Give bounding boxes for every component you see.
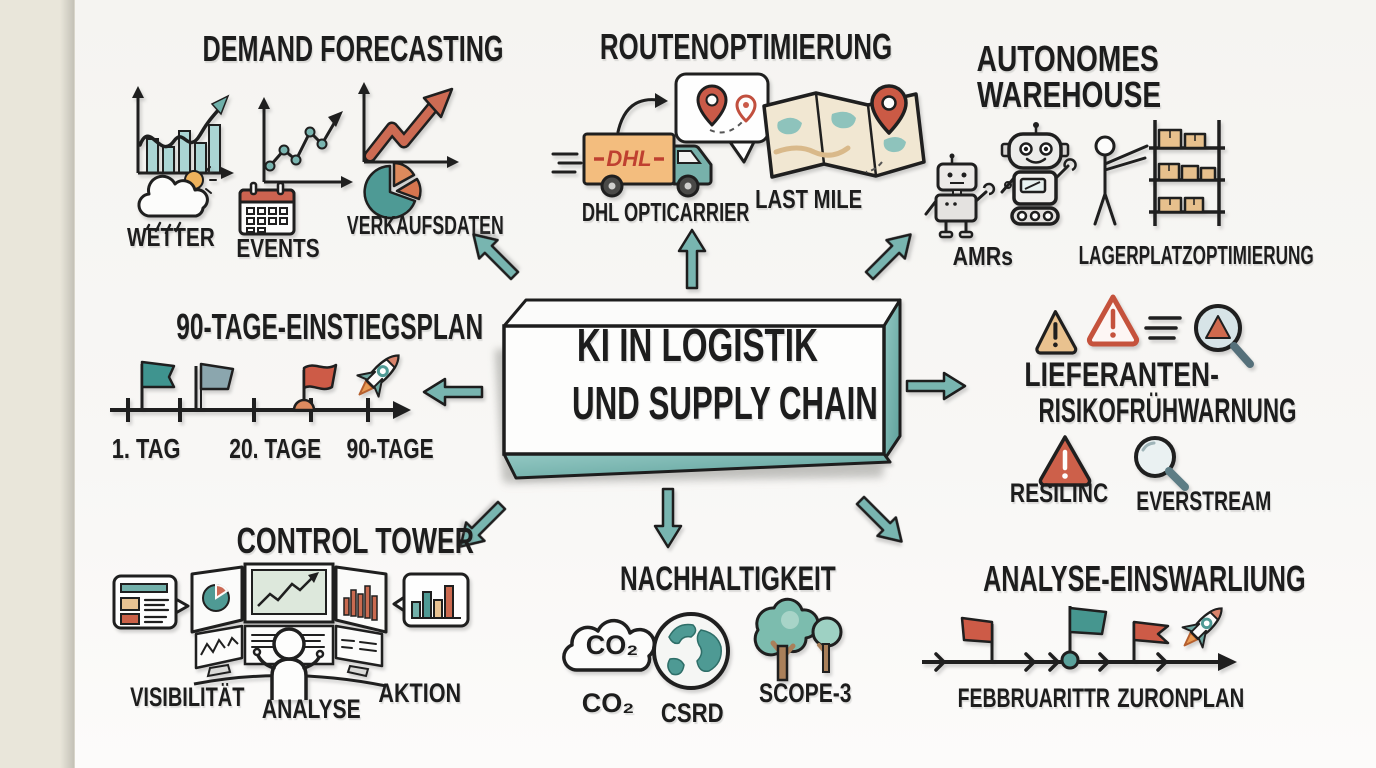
tage20-label: 20. TAGE bbox=[229, 433, 322, 464]
small-robot-icon bbox=[924, 153, 996, 239]
bar-chart-bubble-icon bbox=[392, 572, 470, 628]
resilinc-label: RESILINC bbox=[1009, 478, 1109, 508]
csrd-label: CSRD bbox=[660, 698, 724, 728]
center-box bbox=[495, 298, 902, 481]
tage90-label: 90-TAGE bbox=[346, 433, 434, 464]
monitor-wall-operator-icon bbox=[190, 562, 388, 700]
calendar-icon bbox=[238, 181, 296, 236]
globe-icon bbox=[652, 612, 730, 690]
cloud-co2-text: CO₂ bbox=[585, 630, 639, 660]
analyse-label: ANALYSE bbox=[261, 694, 361, 724]
list-lines-icon bbox=[1144, 316, 1182, 340]
visibilitaet-label: VISIBILITÄT bbox=[130, 682, 245, 712]
lagerplatzoptimierung-label: LAGERPLATZOPTIMIERUNG bbox=[1078, 240, 1314, 270]
magnifier-icon bbox=[1134, 436, 1189, 491]
analyse-timeline bbox=[922, 606, 1237, 672]
arrow-up-left-icon bbox=[472, 233, 520, 281]
trees-icon bbox=[753, 597, 843, 682]
warning-triangle-solid-icon bbox=[1038, 435, 1092, 487]
bar-line-chart-icon bbox=[132, 86, 234, 179]
arrow-down-left-icon bbox=[459, 500, 507, 548]
dhl-logo-text: DHL bbox=[606, 146, 651, 171]
wetter-label: WETTER bbox=[126, 222, 215, 252]
demand-forecasting-title: DEMAND FORECASTING bbox=[202, 28, 504, 69]
febbruarittr-label: FEBBRUARITTR bbox=[957, 683, 1110, 713]
scope3-label: SCOPE-3 bbox=[759, 678, 852, 708]
aktion-label: AKTION bbox=[378, 678, 462, 708]
arrow-down-right-icon bbox=[855, 495, 903, 543]
big-robot-icon bbox=[1000, 122, 1077, 226]
weather-cloud-sun-icon bbox=[137, 166, 217, 235]
center-title-line2: UND SUPPLY CHAIN bbox=[571, 377, 878, 429]
lieferanten-title-line2: RISIKOFRÜHWARNUNG bbox=[1038, 392, 1297, 430]
control-tower-title: CONTROL TOWER bbox=[236, 520, 474, 561]
worker-shelf-rack-icon bbox=[1093, 120, 1225, 226]
arrow-down-icon bbox=[653, 487, 683, 549]
nachhaltigkeit-title: NACHHALTIGKEIT bbox=[619, 560, 836, 598]
document-bubble-icon bbox=[112, 574, 190, 630]
lieferanten-title-line1: LIEFERANTEN- bbox=[1024, 356, 1220, 394]
autonomes-warehouse-title-line2: WAREHOUSE bbox=[976, 74, 1162, 115]
events-label: EVENTS bbox=[236, 233, 320, 263]
autonomes-warehouse-title-line1: AUTONOMES bbox=[976, 38, 1159, 79]
zuronplan-label: ZURONPLAN bbox=[1117, 683, 1245, 713]
last-mile-label: LAST MILE bbox=[755, 184, 863, 214]
tag1-label: 1. TAG bbox=[111, 433, 181, 464]
paper-edge-shadow bbox=[60, 0, 74, 768]
arrow-right-icon bbox=[905, 371, 967, 401]
center-title-line1: KI IN LOGISTIK bbox=[576, 319, 819, 371]
trend-arrow-chart-icon bbox=[358, 82, 459, 168]
co2-cloud-icon bbox=[562, 618, 657, 672]
co2-label: CO₂ bbox=[581, 688, 635, 718]
risk-icons-row bbox=[1035, 294, 1254, 368]
delivery-truck-icon: DHL bbox=[551, 132, 713, 198]
verkaufsdaten-label: VERKAUFSDATEN bbox=[346, 210, 504, 240]
arrow-up-right-icon bbox=[864, 233, 912, 281]
dhl-opticarrier-label: DHL OPTICARRIER bbox=[581, 197, 750, 227]
folded-map-pin-icon bbox=[762, 84, 926, 179]
pie-chart-icon bbox=[363, 161, 422, 220]
amrs-label: AMRs bbox=[952, 241, 1014, 271]
everstream-label: EVERSTREAM bbox=[1136, 486, 1272, 516]
analyse-einswarliung-title: ANALYSE-EINSWARLIUNG bbox=[983, 558, 1306, 599]
arrow-left-icon bbox=[422, 377, 484, 407]
dot-line-chart-icon bbox=[258, 97, 353, 188]
einstiegsplan-timeline bbox=[110, 354, 411, 422]
routenoptimierung-title: ROUTENOPTIMIERUNG bbox=[599, 26, 893, 67]
arrow-up-icon bbox=[677, 228, 707, 290]
einstiegsplan-title: 90-TAGE-EINSTIEGSPLAN bbox=[176, 306, 484, 347]
